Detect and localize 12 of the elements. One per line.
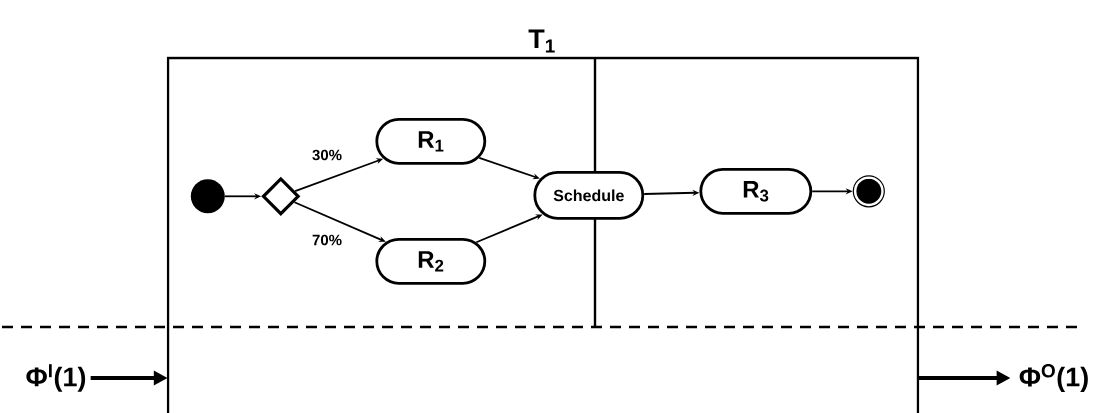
- edge-label: 30%: [311, 148, 343, 162]
- edge-label: 70%: [311, 233, 343, 247]
- action-box: Schedule: [533, 170, 645, 220]
- final-node: [852, 175, 885, 208]
- action-box: R$_{3}$: [699, 167, 813, 215]
- arrow: [478, 157, 540, 180]
- action-box: R$_{1}$: [375, 117, 487, 165]
- action-box: R$_{2}$: [375, 237, 487, 285]
- flow-label: Φ$^{I}$(1): [26, 364, 86, 392]
- start-node: [190, 179, 225, 214]
- arrow: [293, 201, 386, 242]
- flow-label: Φ$^{O}$(1): [1019, 364, 1088, 392]
